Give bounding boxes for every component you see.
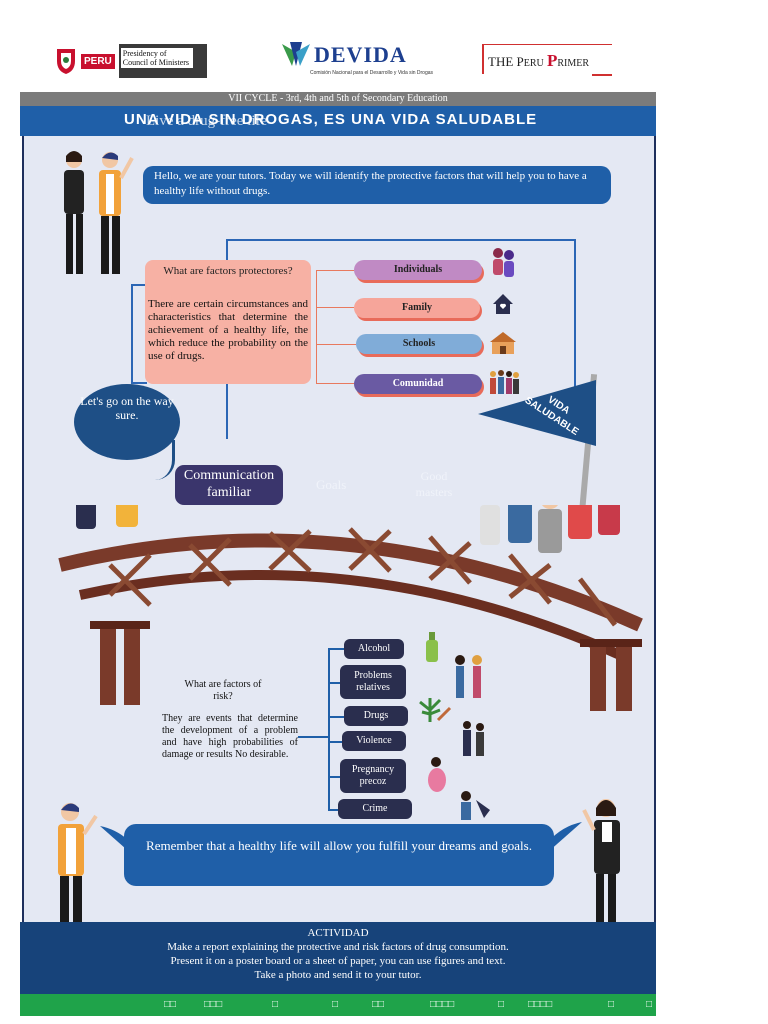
lets-go-bubble: Let's go on the way sure. — [74, 384, 180, 460]
school-icon — [490, 332, 516, 354]
branch-line — [316, 307, 354, 308]
good-masters-label: Good masters — [415, 469, 453, 499]
peru-primer-logo: THE PERU PRIMER — [482, 44, 612, 76]
bridge-illustration — [58, 505, 643, 711]
risk-tick — [328, 741, 342, 743]
drugs-leaf-icon — [419, 698, 452, 722]
risk-tick — [328, 776, 340, 778]
risk-connector — [298, 736, 330, 738]
protective-branches — [316, 270, 354, 384]
remember-tail-right — [548, 822, 582, 852]
presidency-text: Presidency of Council of Ministers — [120, 48, 193, 68]
risk-item-family-problems: Problems relatives — [340, 665, 406, 699]
footer-glyph: □□□ — [204, 999, 223, 1010]
tutor-man-illustration — [58, 803, 98, 956]
risk-tick — [328, 716, 344, 718]
activity-line-3: Take a photo and send it to your tutor. — [254, 969, 422, 981]
risk-tick — [328, 682, 340, 684]
title-bar: UNA VIDA SIN DROGAS, ES UNA VIDA SALUDAB… — [20, 106, 656, 136]
devida-name: DEVIDA — [314, 42, 407, 67]
individuals-icon — [493, 248, 514, 277]
footer-glyph: □ — [608, 999, 615, 1010]
activity-line-2: Present it on a poster board or a sheet … — [170, 955, 506, 967]
peru-presidency-logo: PERU Presidency of Council of Ministers — [55, 44, 207, 78]
activity-line-1: Make a report explaining the protective … — [167, 941, 509, 953]
community-icon — [490, 370, 519, 394]
tutors-illustration — [64, 151, 134, 274]
risk-connector-vertical — [328, 648, 330, 810]
crime-icon — [461, 791, 490, 820]
activity-title: ACTIVIDAD — [307, 927, 369, 939]
protective-description: There are certain circumstances and char… — [148, 298, 308, 362]
primer-mid: ERU — [523, 58, 544, 69]
peru-tag: PERU — [81, 53, 115, 69]
protective-question: What are factors protectores? — [163, 265, 293, 277]
family-problems-icon — [455, 655, 482, 698]
communication-box: Communication familiar — [175, 465, 283, 505]
remember-bubble: Remember that a healthy life will allow … — [124, 824, 554, 886]
goals-label: Goals — [316, 477, 347, 492]
risk-tick — [328, 648, 344, 650]
flow-connector-left — [131, 284, 147, 384]
footer-glyph: □□□□ — [528, 999, 553, 1010]
page-title: UNA VIDA SIN DROGAS, ES UNA VIDA SALUDAB… — [124, 111, 538, 128]
protective-item-community: Comunidad — [354, 374, 482, 394]
risk-question: What are factors of risk? — [184, 679, 262, 702]
family-house-icon — [493, 294, 513, 314]
footer-glyph: □ — [646, 999, 653, 1010]
bottle-icon — [426, 632, 438, 662]
peru-shield-icon — [57, 49, 75, 74]
footer-glyph: □ — [272, 999, 279, 1010]
footer-glyph: □ — [498, 999, 505, 1010]
footer-glyph: □□ — [372, 999, 385, 1010]
vida-saludable-flag — [478, 380, 596, 446]
presidency-box: Presidency of Council of Ministers — [118, 44, 207, 78]
peru-primer-text: THE PERU PRIMER — [488, 51, 589, 71]
tutor-woman-illustration — [582, 799, 620, 954]
risk-description: They are events that determine the devel… — [162, 713, 298, 760]
branch-line — [316, 344, 356, 345]
speech-tail — [155, 440, 175, 480]
footer-glyph: □□ — [164, 999, 177, 1010]
primer-underline — [592, 74, 612, 76]
primer-prefix: THE P — [488, 54, 524, 69]
devida-logo: DEVIDA Comisión Nacional para el Desarro… — [280, 40, 433, 80]
footer-glyph: □□□□ — [430, 999, 455, 1010]
risk-item-alcohol: Alcohol — [344, 639, 404, 659]
devida-leaf-icon — [282, 42, 310, 66]
risk-item-drugs: Drugs — [344, 706, 408, 726]
footer-glyph: □ — [332, 999, 339, 1010]
cycle-bar: VII CYCLE - 3rd, 4th and 5th of Secondar… — [20, 92, 656, 106]
risk-item-crime: Crime — [338, 799, 412, 819]
protective-factors-box: What are factors protectores? There are … — [145, 260, 311, 384]
footer-bar: □□ □□□ □ □ □□ □□□□ □ □□□□ □ □ — [20, 994, 656, 1016]
risk-item-pregnancy: Pregnancy precoz — [340, 759, 406, 793]
activity-section: ACTIVIDAD Make a report explaining the p… — [20, 922, 656, 994]
protective-item-individuals: Individuals — [354, 260, 482, 280]
risk-tick — [328, 809, 338, 811]
risk-item-violence: Violence — [342, 731, 406, 751]
hello-bubble: Hello, we are your tutors. Today we will… — [143, 166, 611, 204]
page-title-overlay: Live a drug-free life — [146, 113, 268, 129]
protective-item-schools: Schools — [356, 334, 482, 354]
primer-suffix: RIMER — [557, 58, 590, 69]
pregnancy-icon — [428, 757, 446, 792]
primer-big-letter: P — [547, 51, 558, 70]
protective-item-family: Family — [354, 298, 480, 318]
devida-subtitle: Comisión Nacional para el Desarrollo y V… — [310, 70, 434, 76]
violence-icon — [463, 721, 484, 756]
